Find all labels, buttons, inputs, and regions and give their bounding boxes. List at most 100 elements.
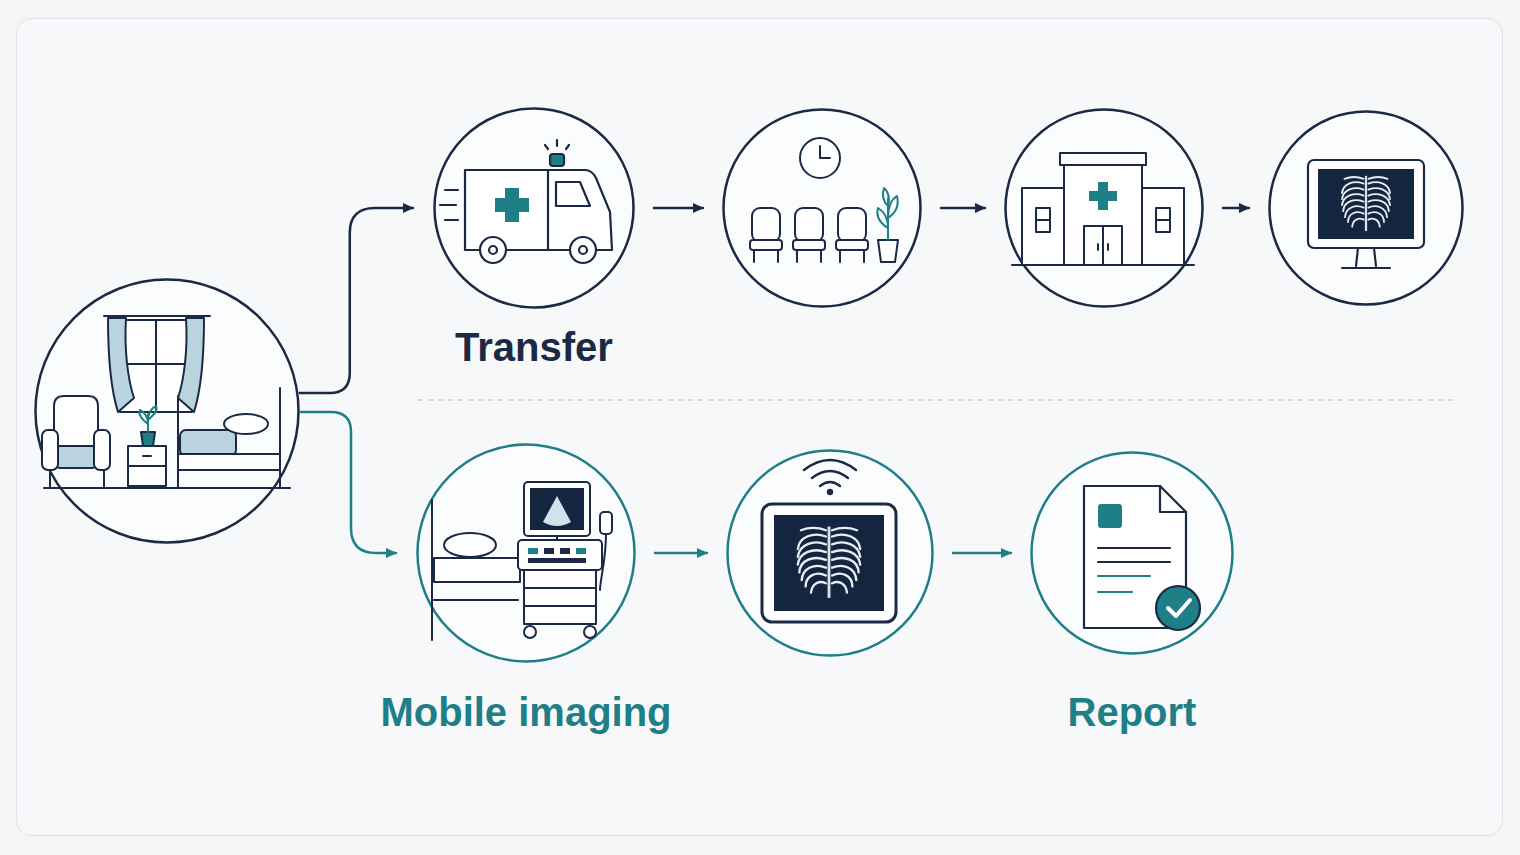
room-icon-part [178, 318, 204, 412]
room-icon-part [178, 454, 280, 470]
hospital-icon-part [1064, 165, 1142, 265]
ambulance-icon-part [550, 154, 564, 166]
mobile-imaging-icon-part [431, 500, 433, 640]
mobile-imaging-icon-part [444, 533, 496, 557]
node-label: Report [932, 688, 1332, 736]
waiting-room-icon-part [877, 208, 888, 228]
circle-outline [416, 443, 636, 663]
report-icon-part [1098, 561, 1170, 563]
room-icon-part [54, 396, 98, 452]
xray-tablet-icon-part [774, 515, 884, 611]
circle-node: Report [1030, 451, 1234, 655]
mobile-imaging-icon-part [584, 626, 596, 638]
mobile-imaging-icon-part [556, 536, 558, 540]
waiting-room-icon-part [878, 240, 898, 262]
hospital-icon-part [1084, 226, 1122, 265]
xray-monitor-icon-part [1356, 248, 1358, 266]
circle-node: Transfer [433, 107, 635, 309]
circle-shape [418, 445, 635, 662]
room-icon-part [120, 320, 192, 412]
report-icon-part [1156, 586, 1200, 630]
room-icon-part [120, 363, 192, 365]
mobile-imaging-icon-part [524, 626, 536, 638]
divider-line [418, 399, 1455, 401]
room-icon-part [139, 410, 148, 424]
waiting-room-icon-part [838, 208, 866, 242]
hospital-icon-part [1012, 264, 1194, 266]
mobile-imaging-icon-part [524, 605, 596, 607]
report-icon-part [1160, 486, 1186, 512]
room-icon-part [128, 465, 166, 467]
room-icon-part [108, 318, 134, 412]
room-icon-part [155, 320, 157, 412]
room-icon-part [128, 446, 166, 486]
room-icon-part [49, 470, 51, 488]
xray-tablet-icon-part [798, 526, 860, 599]
hospital-icon [1012, 153, 1194, 265]
ambulance-icon-part [489, 246, 497, 254]
xray-tablet-icon-part [820, 482, 840, 486]
circle-node [726, 449, 934, 657]
mobile-imaging-icon-part [524, 587, 596, 589]
ambulance-icon [440, 140, 612, 263]
hospital-icon-part [1156, 219, 1170, 221]
xray-monitor-icon [1308, 160, 1424, 268]
room-icon-part [94, 430, 110, 470]
ambulance-icon-part [570, 237, 596, 263]
circle-outline [1268, 110, 1464, 306]
ambulance-icon-part [465, 170, 612, 250]
mobile-imaging-icon-part [576, 548, 586, 554]
flow-arrow [655, 552, 707, 555]
waiting-room-icon [750, 138, 898, 262]
room-icon-part [44, 487, 290, 489]
mobile-imaging-icon [432, 482, 612, 640]
waiting-room-icon-part [777, 250, 779, 262]
xray-tablet-icon [762, 460, 896, 622]
ambulance-icon-part [445, 189, 458, 191]
waiting-room-icon-part [753, 250, 755, 262]
waiting-room-icon-part [836, 240, 868, 250]
report-icon-part [1168, 600, 1190, 616]
xray-monitor-icon-part [1374, 248, 1376, 266]
room-icon-part [104, 315, 210, 317]
xray-monitor-icon-part [1342, 267, 1390, 269]
xray-tablet-icon-part [804, 460, 856, 470]
ambulance-icon-part [480, 237, 506, 263]
node-label: Transfer [334, 323, 734, 371]
waiting-room-icon-part [863, 250, 865, 262]
flow-arrow [953, 552, 1011, 555]
report-icon-part [1098, 504, 1122, 528]
hospital-icon-part [1036, 208, 1050, 232]
circle-node [1268, 110, 1464, 306]
ambulance-icon-part [505, 188, 519, 222]
waiting-room-icon-part [795, 208, 823, 242]
flow-arrow [301, 412, 396, 553]
hospital-icon-part [1142, 188, 1184, 265]
flow-arrow [300, 208, 413, 393]
circle-shape [1270, 112, 1463, 305]
ambulance-icon-part [545, 145, 548, 149]
circle-outline [433, 107, 635, 309]
mobile-imaging-icon-part [524, 570, 596, 624]
hospital-icon-part [1022, 188, 1064, 265]
circle-outline [1004, 108, 1204, 308]
circle-shape [435, 109, 634, 308]
room-icon-part [141, 432, 155, 446]
mobile-imaging-icon-part [544, 548, 554, 554]
waiting-room-icon-part [752, 208, 780, 242]
hospital-icon-part [1097, 244, 1099, 250]
node-label: Mobile imaging [326, 688, 726, 736]
waiting-room-icon-part [839, 250, 841, 262]
hospital-icon-part [1036, 219, 1050, 221]
ambulance-icon-part [579, 246, 587, 254]
report-icon-part [1098, 575, 1150, 577]
mobile-imaging-icon-part [600, 534, 606, 590]
circle-node [34, 278, 300, 544]
waiting-room-icon-part [888, 196, 898, 218]
xray-monitor-icon-part [1342, 175, 1390, 231]
room-icon-part [103, 470, 105, 488]
room-icon-part [42, 430, 58, 470]
mobile-imaging-icon-part [528, 548, 538, 554]
